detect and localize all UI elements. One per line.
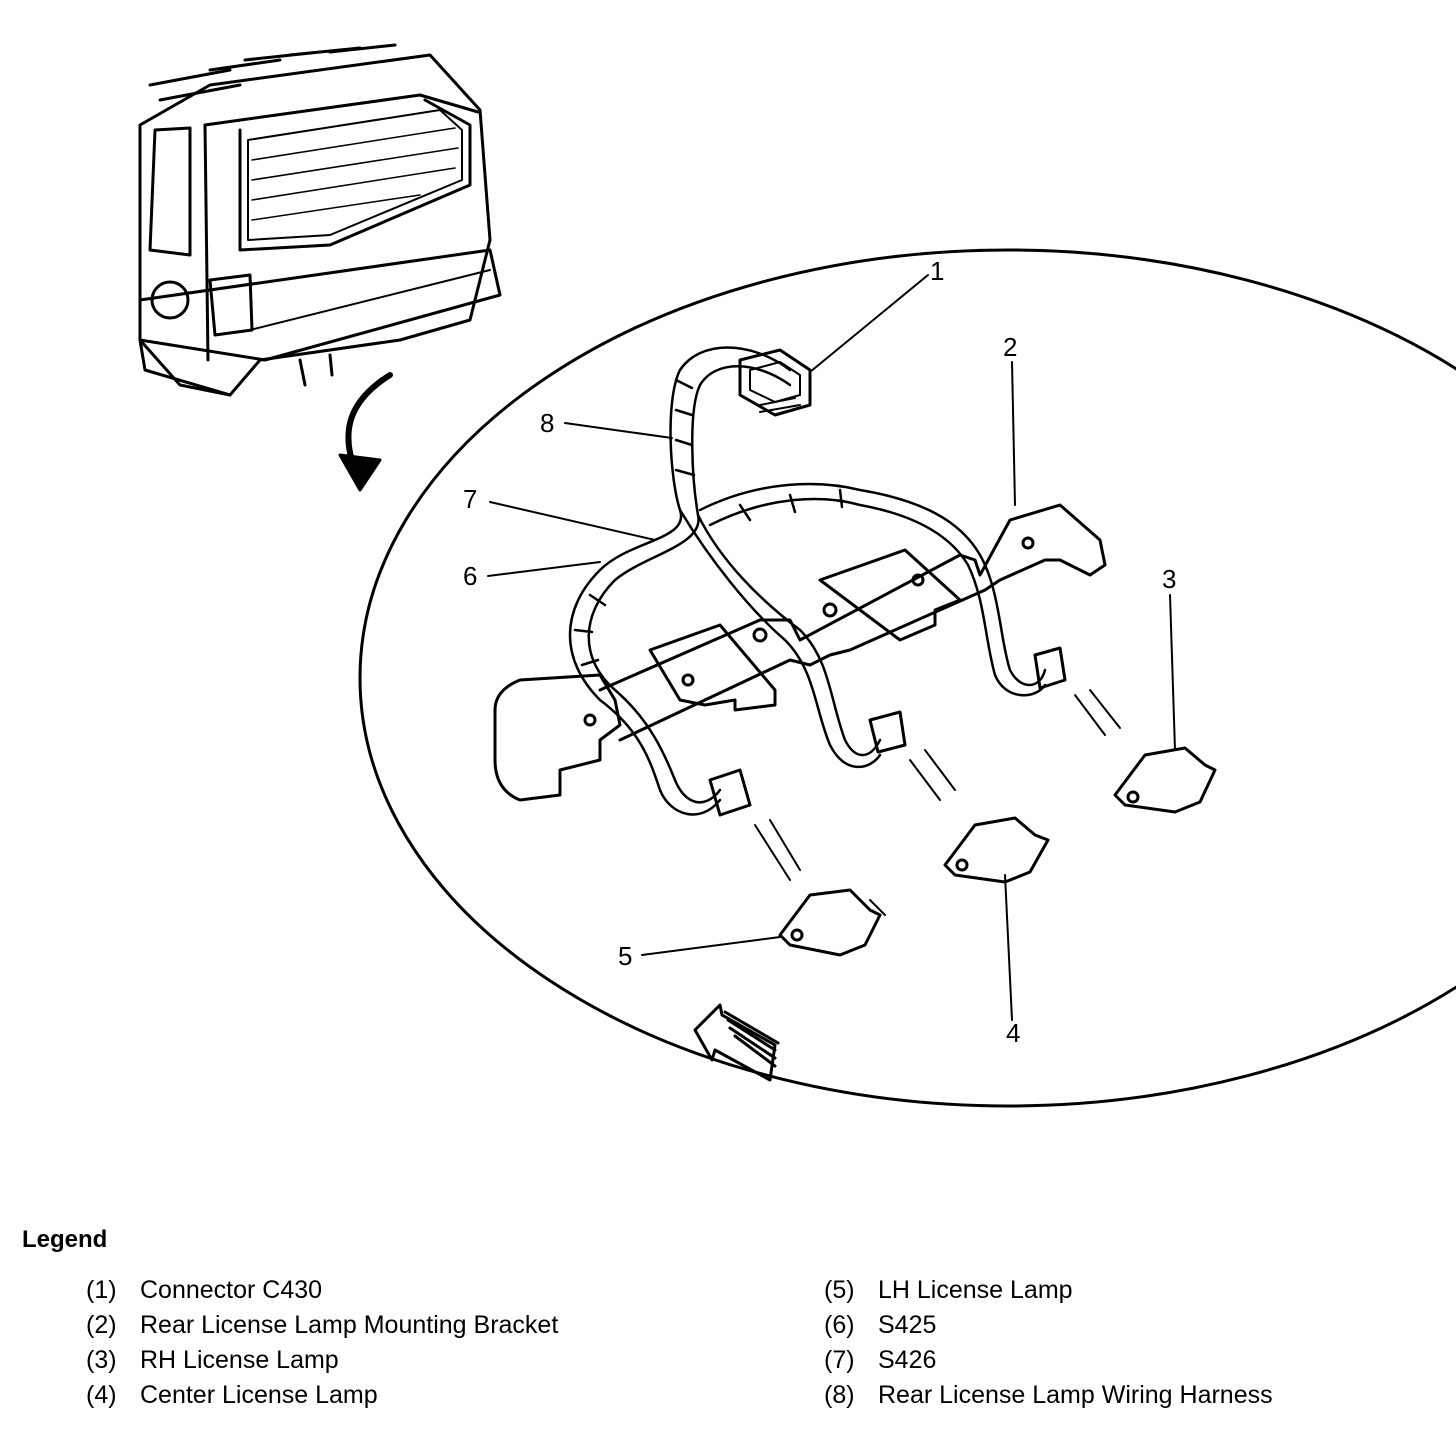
callout-7: 7 — [463, 484, 477, 514]
legend-item-label: S426 — [878, 1346, 937, 1374]
connector-c430 — [738, 348, 812, 417]
legend-item-label: Center License Lamp — [140, 1381, 378, 1409]
callout-1: 1 — [930, 256, 944, 286]
legend-item-number: (1) — [86, 1276, 117, 1304]
callout-5: 5 — [618, 941, 632, 971]
mounting-bracket — [493, 503, 1107, 802]
detail-circle-shape — [358, 248, 1456, 1108]
callout-6: 6 — [463, 561, 477, 591]
legend-item-label: S425 — [878, 1311, 937, 1339]
wiring-harness — [568, 346, 1047, 816]
license-lamp-diagram: 1 2 3 4 5 6 7 8 — [138, 43, 1456, 1108]
legend-item-label: LH License Lamp — [878, 1276, 1073, 1304]
legend-item-number: (3) — [86, 1346, 117, 1374]
license-lamps — [778, 746, 1217, 957]
callout-4: 4 — [1006, 1018, 1020, 1048]
vehicle-rear-illustration — [138, 43, 502, 397]
legend-item-number: (8) — [824, 1381, 855, 1409]
legend-item-label: Rear License Lamp Mounting Bracket — [140, 1311, 559, 1339]
legend-item-number: (4) — [86, 1381, 117, 1409]
callout-8: 8 — [540, 408, 554, 438]
legend-item-label: Connector C430 — [140, 1276, 323, 1304]
legend-item-number: (2) — [86, 1311, 117, 1339]
legend-item-number: (7) — [824, 1346, 855, 1374]
direction-arrow — [693, 1003, 780, 1082]
legend-item-number: (6) — [824, 1311, 855, 1339]
legend-title: Legend — [22, 1226, 108, 1253]
callout-3: 3 — [1162, 564, 1176, 594]
grommets — [708, 646, 1121, 881]
legend-item-label: RH License Lamp — [140, 1346, 339, 1374]
callout-2: 2 — [1003, 332, 1017, 362]
legend-item-label: Rear License Lamp Wiring Harness — [878, 1381, 1273, 1409]
leader-lines — [487, 274, 1176, 1021]
legend-item-number: (5) — [824, 1276, 855, 1304]
